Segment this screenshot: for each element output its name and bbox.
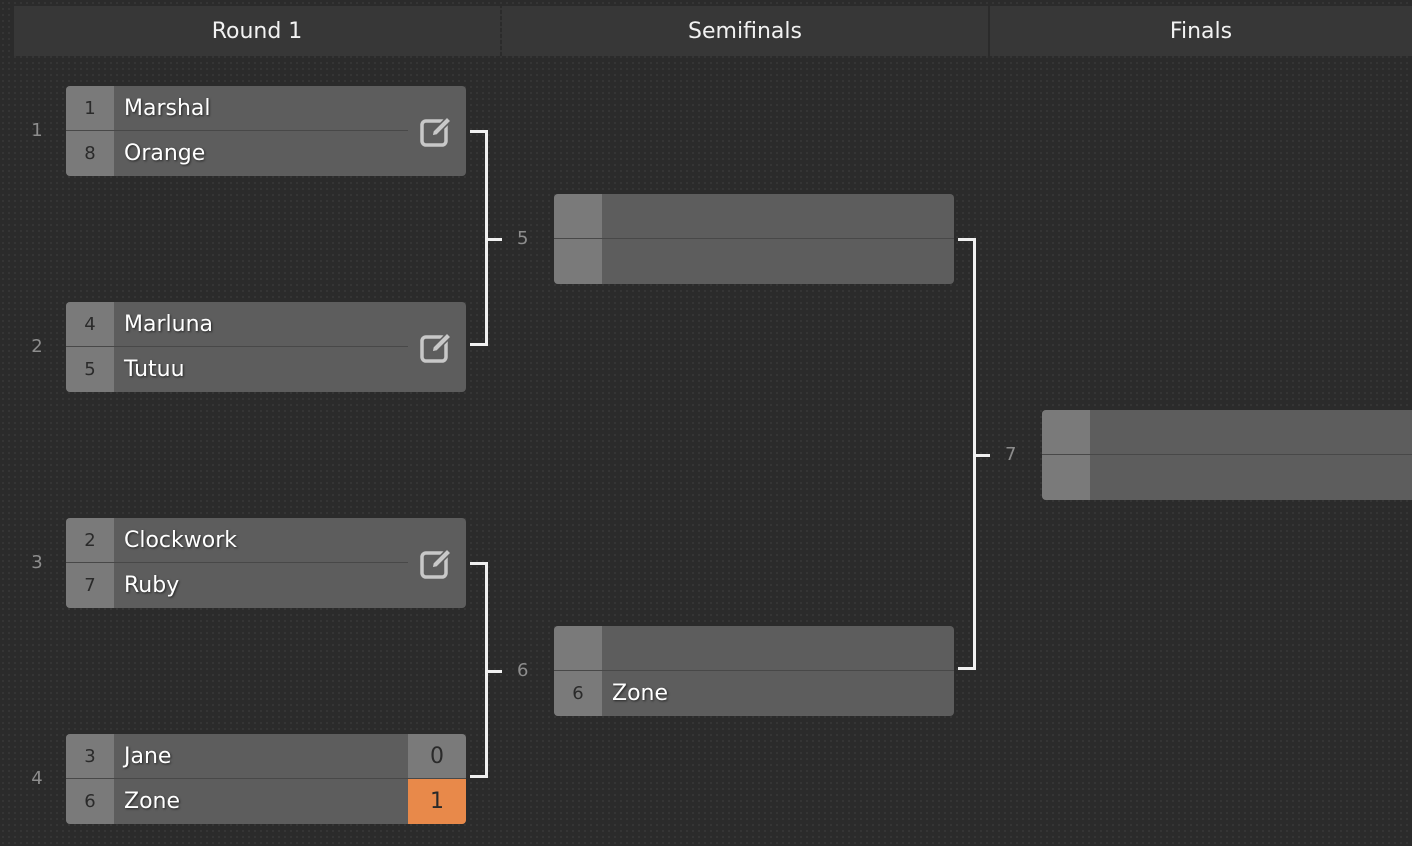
match-7[interactable]	[1042, 410, 1412, 500]
bracket-tick-5	[485, 238, 502, 241]
match-7-top-slot[interactable]	[1042, 410, 1412, 455]
bracket-tick-6	[485, 670, 502, 673]
header-finals: Finals	[990, 6, 1412, 56]
match-6-top-slot[interactable]	[554, 626, 954, 671]
score-badge-loser: 0	[408, 734, 466, 778]
edit-match-1-button[interactable]	[416, 110, 458, 152]
edit-icon	[420, 115, 453, 147]
team-name: Marshal	[124, 95, 211, 121]
team-name: Marluna	[124, 311, 213, 337]
match-number-7: 7	[1005, 444, 1017, 465]
match-1[interactable]: 1 Marshal 8 Orange	[66, 86, 466, 176]
edit-match-3-button[interactable]	[416, 542, 458, 584]
match-2-top-slot[interactable]: 4 Marluna	[66, 302, 408, 347]
seed-badge: 4	[66, 302, 114, 346]
seed-badge: 7	[66, 563, 114, 608]
edit-icon	[420, 547, 453, 579]
team-name: Jane	[124, 743, 172, 769]
match-1-bottom-slot[interactable]: 8 Orange	[66, 131, 466, 176]
team-name: Clockwork	[124, 527, 238, 553]
team-name: Zone	[124, 789, 181, 814]
match-4[interactable]: 3 Jane 0 6 Zone 1	[66, 734, 466, 824]
seed-badge	[1042, 410, 1090, 454]
match-number-5: 5	[517, 228, 529, 249]
header-round-1: Round 1	[14, 6, 500, 56]
match-5[interactable]	[554, 194, 954, 284]
team-name: Tutuu	[124, 357, 185, 382]
seed-badge: 6	[66, 779, 114, 824]
seed-badge	[554, 194, 602, 238]
seed-badge	[554, 626, 602, 670]
match-5-top-slot[interactable]	[554, 194, 954, 239]
seed-badge	[554, 239, 602, 284]
seed-badge: 8	[66, 131, 114, 176]
row-number-2: 2	[31, 336, 43, 357]
edit-match-2-button[interactable]	[416, 326, 458, 368]
match-4-bottom-slot[interactable]: 6 Zone 1	[66, 779, 466, 824]
match-3[interactable]: 2 Clockwork 7 Ruby	[66, 518, 466, 608]
match-2[interactable]: 4 Marluna 5 Tutuu	[66, 302, 466, 392]
seed-badge	[1042, 455, 1090, 500]
seed-badge: 3	[66, 734, 114, 778]
bracket-tick-7	[973, 454, 990, 457]
seed-badge: 1	[66, 86, 114, 130]
match-7-bottom-slot[interactable]	[1042, 455, 1412, 500]
header-semifinals: Semifinals	[502, 6, 988, 56]
team-name: Orange	[124, 141, 206, 166]
match-3-top-slot[interactable]: 2 Clockwork	[66, 518, 408, 563]
seed-badge: 6	[554, 671, 602, 716]
team-name: Zone	[612, 681, 669, 706]
row-number-1: 1	[31, 120, 43, 141]
match-1-top-slot[interactable]: 1 Marshal	[66, 86, 408, 131]
match-3-bottom-slot[interactable]: 7 Ruby	[66, 563, 466, 608]
edit-icon	[420, 331, 453, 363]
team-name: Ruby	[124, 573, 180, 598]
match-6[interactable]: 6 Zone	[554, 626, 954, 716]
match-number-6: 6	[517, 660, 529, 681]
match-2-bottom-slot[interactable]: 5 Tutuu	[66, 347, 466, 392]
row-number-3: 3	[31, 552, 43, 573]
seed-badge: 5	[66, 347, 114, 392]
match-5-bottom-slot[interactable]	[554, 239, 954, 284]
row-number-4: 4	[31, 768, 43, 789]
score-badge-winner: 1	[408, 779, 466, 824]
seed-badge: 2	[66, 518, 114, 562]
match-6-bottom-slot[interactable]: 6 Zone	[554, 671, 954, 716]
match-4-top-slot[interactable]: 3 Jane 0	[66, 734, 466, 779]
